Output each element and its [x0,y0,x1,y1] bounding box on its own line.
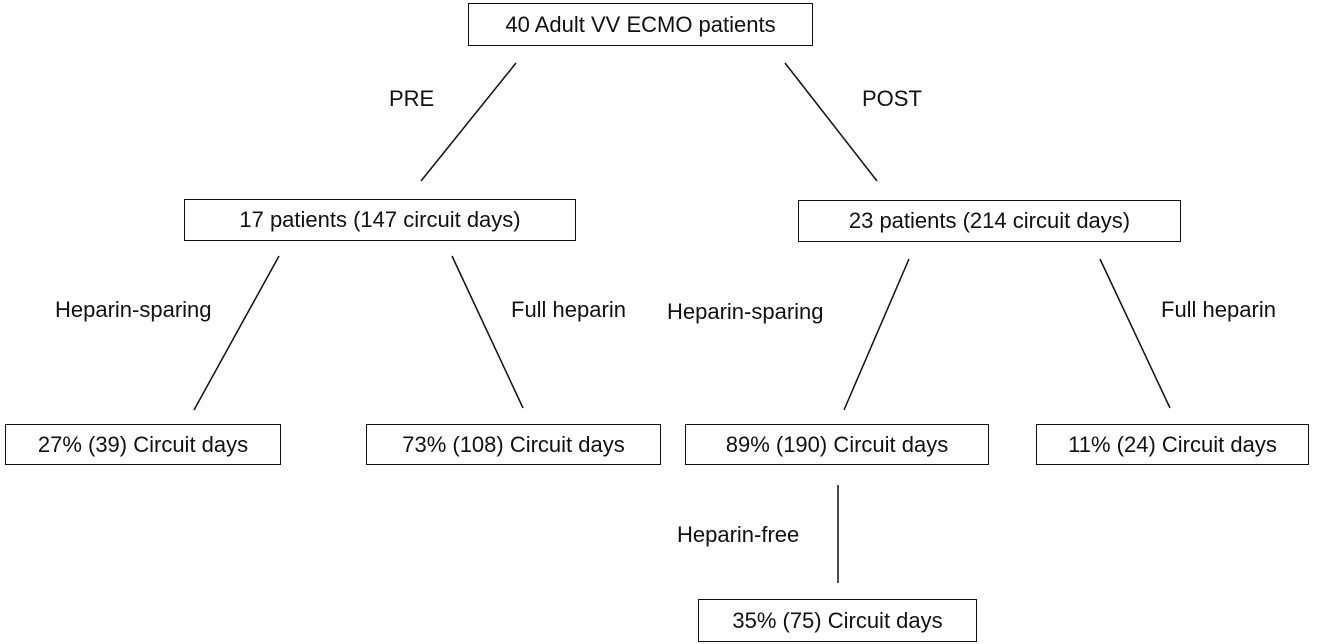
node-post-free: 35% (75) Circuit days [698,599,977,642]
label-post: POST [862,86,922,111]
node-root: 40 Adult VV ECMO patients [468,3,813,46]
edge-root-pre [420,62,517,182]
node-post-full: 11% (24) Circuit days [1036,424,1309,465]
node-post-sparing: 89% (190) Circuit days [685,424,989,465]
label-post-full: Full heparin [1161,297,1276,322]
node-pre-full: 73% (108) Circuit days [366,424,661,465]
edge-post-sparing [843,258,910,411]
edge-post-full [1099,258,1171,409]
label-post-sparing: Heparin-sparing [667,299,824,324]
node-pre-sparing: 27% (39) Circuit days [5,424,281,465]
label-pre-full: Full heparin [511,297,626,322]
edge-pre-sparing [193,255,280,411]
label-pre: PRE [389,86,435,111]
node-pre: 17 patients (147 circuit days) [184,199,576,241]
edge-root-post [784,62,878,182]
label-pre-sparing: Heparin-sparing [55,297,212,322]
label-heparin-free: Heparin-free [677,522,800,547]
node-post: 23 patients (214 circuit days) [798,200,1181,242]
edge-pre-full [451,255,524,409]
